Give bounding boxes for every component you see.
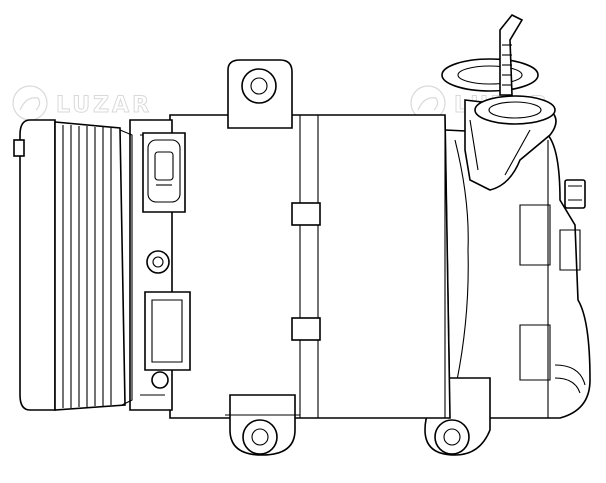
watermark-lion-mane: [417, 97, 439, 111]
coil-pack: [144, 291, 191, 371]
mount-hole-top: [241, 68, 277, 104]
mount-hole-bottom-right: [434, 419, 470, 455]
watermark-top-left: LUZAR: [12, 85, 152, 121]
body-tab-lower: [291, 317, 321, 341]
rear-housing: [424, 129, 591, 456]
clutch-housing: [129, 119, 191, 411]
connector-bolt: [146, 250, 170, 274]
pulley-hub-tab: [13, 139, 25, 157]
pulley: [13, 119, 133, 411]
discharge-flange: [474, 95, 556, 125]
watermark-lion-mane: [19, 97, 41, 111]
electrical-connector: [142, 132, 186, 213]
refrigerant-fitting: [441, 13, 557, 191]
watermark-lion-icon: [12, 85, 48, 121]
main-body: [169, 59, 451, 456]
watermark-text: LUZAR: [56, 93, 152, 118]
body-tab-upper: [291, 202, 321, 226]
lower-bolt: [151, 371, 169, 389]
mount-hole-bottom-left: [242, 419, 278, 455]
service-port: [564, 179, 586, 209]
suction-flange: [441, 58, 539, 92]
